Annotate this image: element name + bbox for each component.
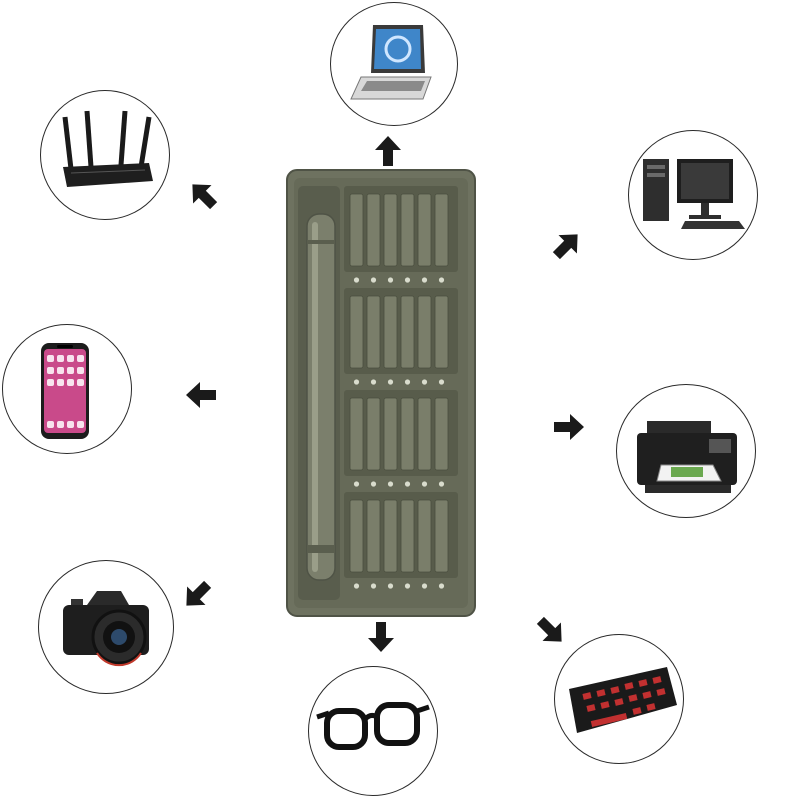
screwdriver-bit <box>349 397 364 471</box>
screwdriver-bit <box>383 397 398 471</box>
arrow-up-icon <box>371 134 405 168</box>
desktop-computer-device <box>628 130 758 260</box>
arrow-left-icon <box>184 378 218 412</box>
bit-size-marker <box>370 379 377 385</box>
arrow-down-left-icon <box>173 571 221 619</box>
laptop-device <box>330 2 458 126</box>
screwdriver-bit <box>434 193 449 267</box>
bit-size-marker <box>421 277 428 283</box>
eyeglasses-icon <box>316 702 430 750</box>
bit-size-marker <box>421 481 428 487</box>
screwdriver-bit <box>417 295 432 369</box>
printer-device <box>616 384 756 518</box>
router-device <box>40 90 170 220</box>
bit-size-marker <box>387 481 394 487</box>
screwdriver-bit <box>349 193 364 267</box>
screwdriver-bit <box>400 499 415 573</box>
bit-size-marker <box>370 277 377 283</box>
keyboard-device <box>554 634 684 764</box>
camera-icon <box>63 591 149 667</box>
camera-device <box>38 560 174 694</box>
keyboard-icon <box>569 667 677 733</box>
screwdriver-bit <box>383 499 398 573</box>
bit-size-marker <box>387 379 394 385</box>
printer-icon <box>637 421 737 493</box>
laptop-icon <box>350 25 432 100</box>
screwdriver-bit <box>400 397 415 471</box>
eyeglasses-device <box>308 666 438 796</box>
arrow-up-right-icon <box>543 221 591 269</box>
bit-size-marker <box>438 379 445 385</box>
bit-size-marker <box>387 583 394 589</box>
bit-size-marker <box>370 481 377 487</box>
screwdriver-bit <box>400 295 415 369</box>
screwdriver-bit <box>383 295 398 369</box>
screwdriver-bit <box>366 499 381 573</box>
smartphone-icon <box>41 343 89 439</box>
bit-size-marker <box>353 583 360 589</box>
screwdriver-bit <box>349 499 364 573</box>
screwdriver-bit <box>383 193 398 267</box>
arrow-right-icon <box>552 410 586 444</box>
arrow-up-left-icon <box>179 171 227 219</box>
smartphone-device <box>2 324 132 454</box>
screwdriver-handle <box>306 213 336 581</box>
router-icon <box>62 110 153 187</box>
bit-size-marker <box>438 583 445 589</box>
bit-size-marker <box>353 379 360 385</box>
bit-size-marker <box>370 583 377 589</box>
screwdriver-bit <box>417 499 432 573</box>
desktop-computer-icon <box>643 159 745 229</box>
bit-size-marker <box>387 277 394 283</box>
bit-size-marker <box>421 583 428 589</box>
screwdriver-bit <box>434 397 449 471</box>
bit-size-marker <box>353 481 360 487</box>
bit-size-marker <box>438 277 445 283</box>
screwdriver-bit <box>366 397 381 471</box>
bit-size-marker <box>353 277 360 283</box>
screwdriver-bit <box>366 193 381 267</box>
bit-size-marker <box>438 481 445 487</box>
bit-size-marker <box>404 583 411 589</box>
bit-size-marker <box>404 379 411 385</box>
screwdriver-bit <box>434 295 449 369</box>
bit-size-marker <box>404 277 411 283</box>
bit-size-marker <box>421 379 428 385</box>
screwdriver-bit <box>434 499 449 573</box>
screwdriver-bit <box>366 295 381 369</box>
bit-tray <box>344 186 458 589</box>
screwdriver-bit <box>417 193 432 267</box>
screwdriver-bit <box>400 193 415 267</box>
arrow-down-right-icon <box>527 607 575 655</box>
screwdriver-bit <box>349 295 364 369</box>
bit-size-marker <box>404 481 411 487</box>
screwdriver-bit <box>417 397 432 471</box>
arrow-down-icon <box>364 620 398 654</box>
